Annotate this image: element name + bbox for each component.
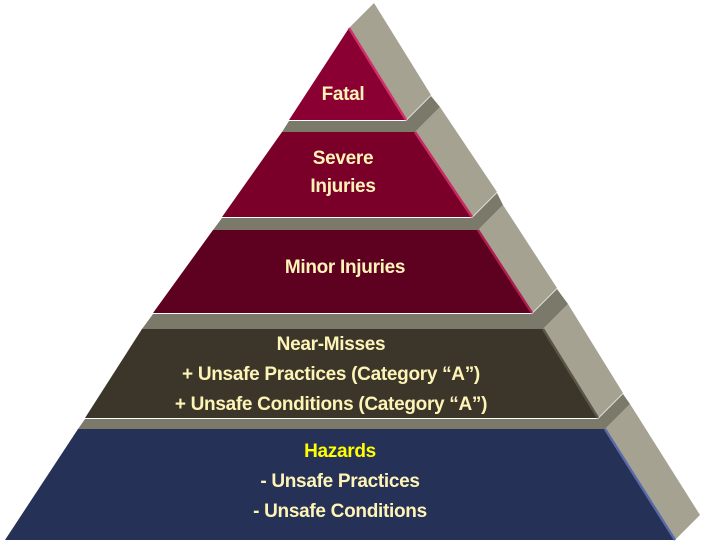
tier-text: + Unsafe Practices (Category “A”) <box>182 364 480 385</box>
tier-severe-label: Severe Injuries <box>310 145 375 201</box>
tier-hazards-side <box>605 404 700 540</box>
tier-text: + Unsafe Conditions (Category “A”) <box>174 394 488 415</box>
tier-hazards-label: Hazards - Unsafe Practices - Unsafe Cond… <box>253 437 427 527</box>
tier-hazards-ledge <box>78 394 630 429</box>
tier-near-misses-edge-highlight <box>541 328 600 419</box>
tier-minor-injuries-edge-highlight <box>476 229 534 314</box>
tier-text: - Unsafe Practices <box>260 471 420 492</box>
tier-severe-injuries-side <box>415 107 497 217</box>
tier-fatal-side <box>349 3 431 120</box>
tier-fatal-label: Fatal <box>322 80 365 110</box>
tier-hazards-front <box>5 429 675 540</box>
tier-hazards-edge-highlight <box>603 428 677 541</box>
tier-minor-injuries-side <box>478 205 557 313</box>
tier-fatal-edge-highlight <box>347 27 408 121</box>
tier-near-misses-front <box>85 329 598 418</box>
tier-text: Near-Misses <box>276 334 386 355</box>
tier-severe-injuries-edge-highlight <box>413 131 474 218</box>
tier-near-misses-ledge <box>142 289 568 329</box>
tier-fatal-front <box>289 28 406 120</box>
tier-text: Minor Injuries <box>284 257 406 278</box>
tier-text: Injuries <box>310 176 376 197</box>
tier-text: - Unsafe Conditions <box>253 501 427 522</box>
tier-text: Fatal <box>321 84 365 105</box>
tier-minor-injuries-front <box>153 230 532 313</box>
tier-near-misses-label: Near-Misses + Unsafe Practices (Category… <box>174 330 488 420</box>
tier-severe-injuries-ledge <box>282 96 440 132</box>
tier-near-misses-side <box>543 304 623 418</box>
tier-minor-injuries-ledge <box>213 193 503 230</box>
tier-text: Severe <box>312 148 374 169</box>
tier-severe-injuries-front <box>222 132 472 217</box>
tier-heading: Hazards <box>304 441 376 462</box>
tier-minor-label: Minor Injuries <box>284 253 406 283</box>
